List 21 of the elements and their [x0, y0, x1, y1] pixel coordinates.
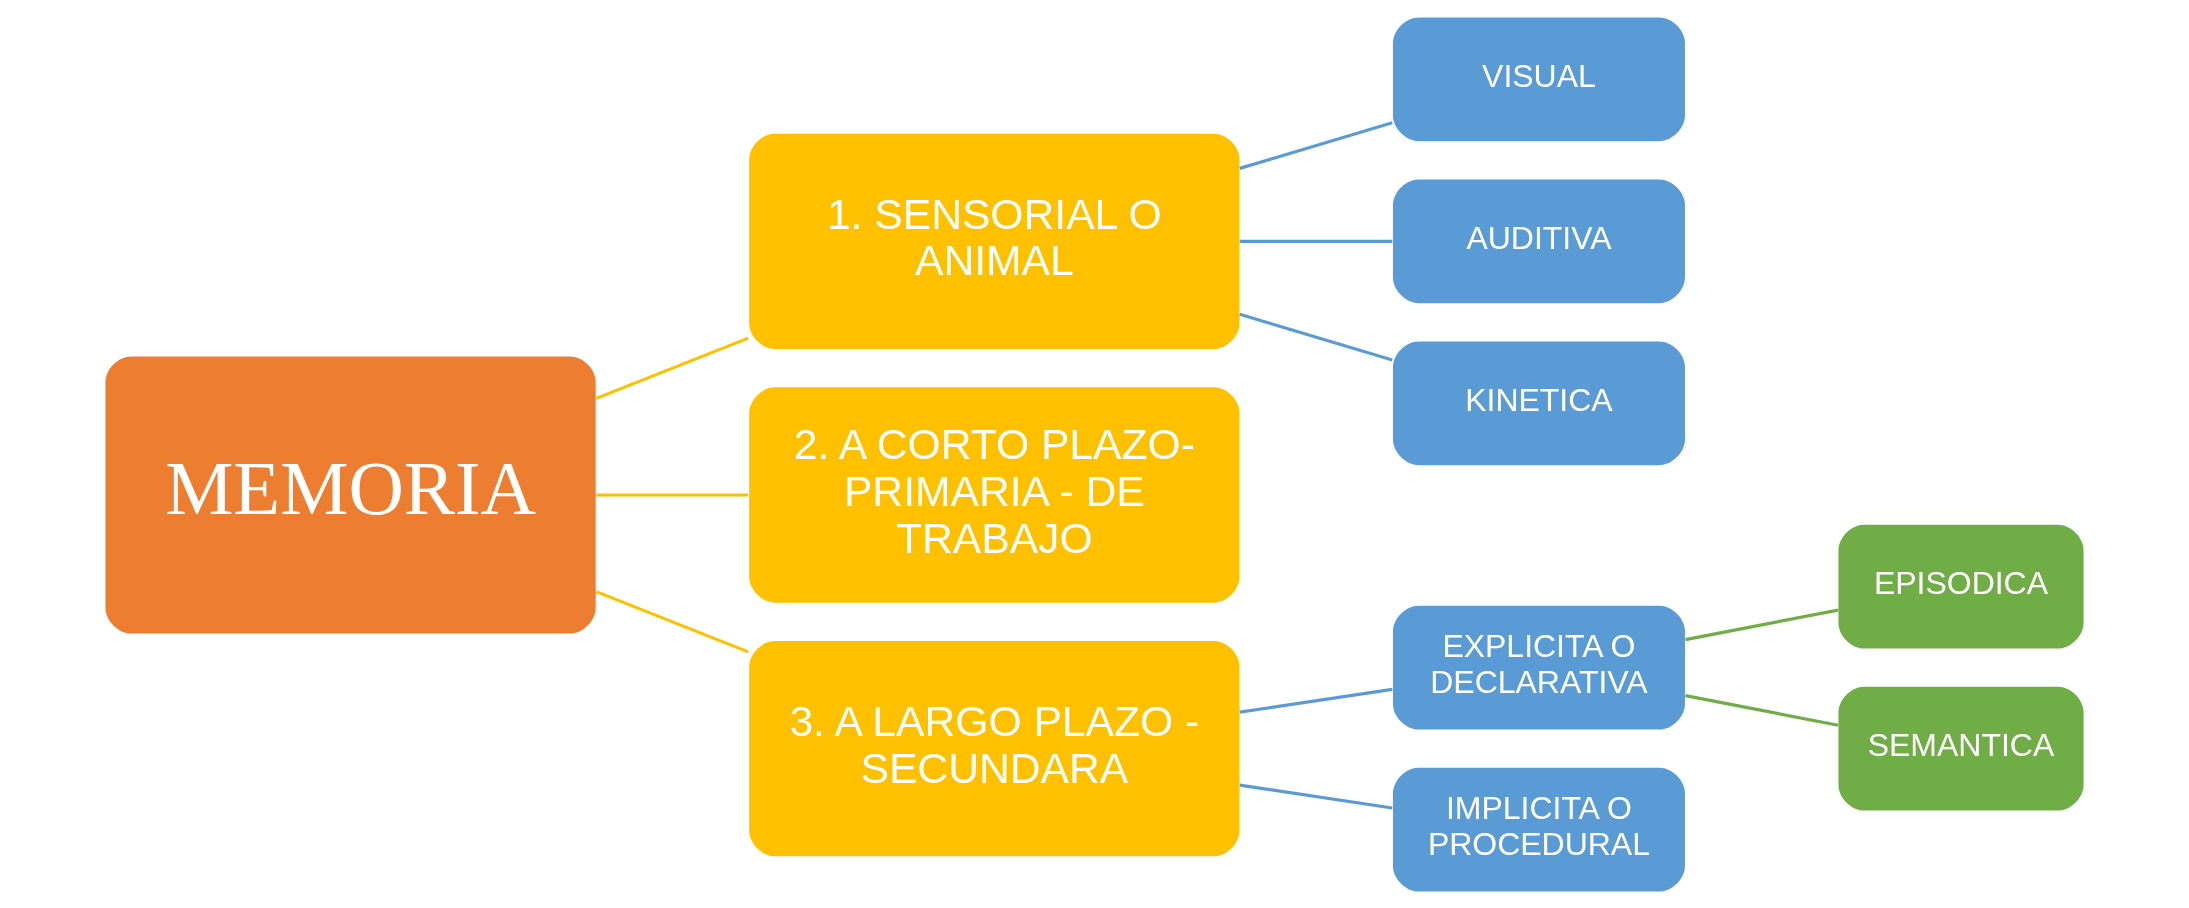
node-box: MEMORIA	[105, 355, 596, 634]
node-box: KINETICA	[1392, 341, 1685, 465]
connector	[1685, 608, 1839, 641]
node-box: EXPLICITA O DECLARATIVA	[1392, 605, 1685, 729]
connector	[1239, 687, 1393, 714]
node-box: EPISODICA	[1838, 524, 2084, 648]
connector	[596, 492, 749, 497]
node-box: 3. A LARGO PLAZO - SECUNDARA	[749, 640, 1240, 856]
connector	[1685, 693, 1839, 727]
connector	[1239, 120, 1393, 170]
node-box: IMPLICITA O PROCEDURAL	[1392, 767, 1685, 891]
node-box: 2. A CORTO PLAZO- PRIMARIA - DE TRABAJO	[749, 386, 1240, 603]
connector	[595, 589, 749, 653]
connector	[1239, 783, 1393, 810]
node-box: 1. SENSORIAL O ANIMAL	[749, 133, 1240, 349]
node-box: VISUAL	[1392, 17, 1685, 141]
connector	[1239, 312, 1393, 362]
connector	[595, 336, 749, 400]
connector	[1239, 239, 1393, 243]
node-box: AUDITIVA	[1392, 179, 1685, 303]
node-box: SEMANTICA	[1838, 686, 2084, 810]
